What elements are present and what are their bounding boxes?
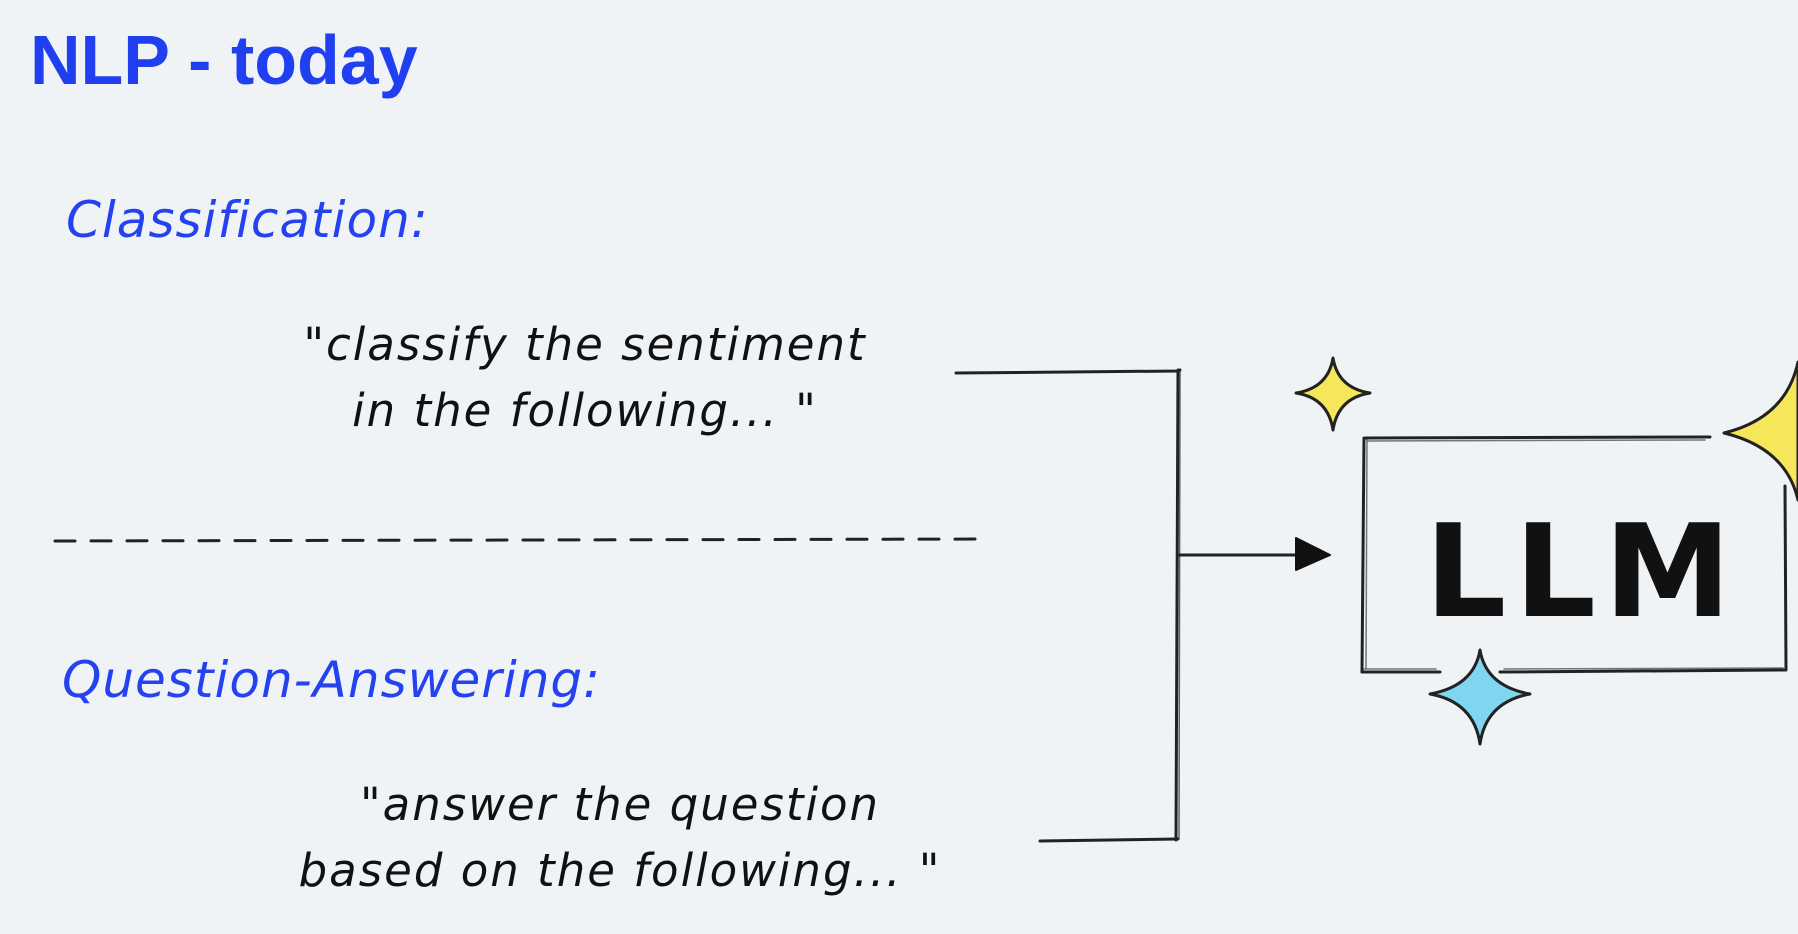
question-answering-prompt-line-1: "answer the question	[359, 778, 881, 831]
llm-label: LLM	[1424, 498, 1740, 647]
slide-title: NLP - today	[30, 21, 418, 99]
merge-bracket-sketch	[1178, 371, 1181, 839]
arrowhead-icon	[1295, 537, 1331, 571]
llm-box	[1360, 435, 1788, 674]
sparkle-icon	[1722, 360, 1798, 502]
classification-label: Classification:	[66, 191, 429, 249]
classification-connector	[954, 368, 1182, 375]
classification-prompt: "classify the sentiment in the following…	[250, 312, 920, 444]
question-answering-prompt: "answer the question based on the follow…	[250, 772, 990, 904]
section-divider	[53, 537, 987, 543]
classification-prompt-line-1: "classify the sentiment	[303, 318, 867, 371]
classification-prompt-line-2: in the following... "	[352, 384, 818, 437]
sparkle-icon	[1428, 648, 1532, 746]
question-answering-label: Question-Answering:	[62, 651, 601, 709]
question-answering-connector	[1038, 837, 1180, 843]
merge-bracket	[1174, 368, 1180, 842]
sparkle-icon	[1294, 356, 1372, 432]
question-answering-prompt-line-2: based on the following... "	[298, 844, 942, 897]
